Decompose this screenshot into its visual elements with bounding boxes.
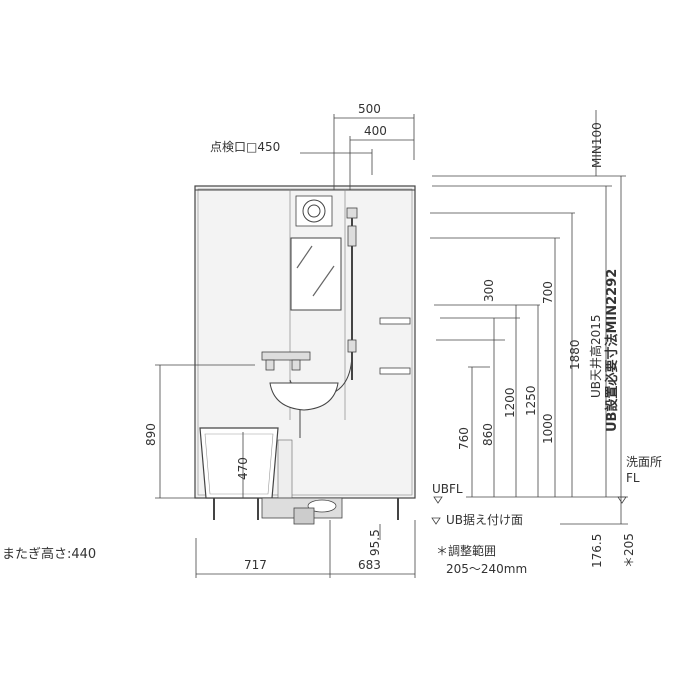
adjust-range-label-1: ＊調整範囲 — [436, 543, 496, 558]
dim-717: 717 — [244, 558, 267, 572]
top-dimensions: 500 400 点検口□450 — [210, 102, 415, 190]
mirror — [290, 237, 342, 311]
drain-trap — [261, 497, 343, 525]
step-height-label: またぎ高さ:440 — [2, 546, 96, 562]
dim-860: 860 — [481, 423, 495, 446]
inspection-opening-label: 点検口□450 — [210, 140, 280, 154]
dim-760: 760 — [457, 427, 471, 450]
dim-400: 400 — [364, 124, 387, 138]
wash-bowl — [269, 382, 339, 438]
faucet — [261, 351, 311, 371]
dim-ub-required: UB設置必要寸法MIN2292 — [604, 269, 620, 432]
dim-890: 890 — [144, 423, 158, 446]
bottom-dimensions: 717 683 95.5 ＊調整範囲 205〜240mm — [195, 520, 527, 578]
washroom-fl-label-2: FL — [626, 471, 640, 485]
ubfl-marker-icon — [433, 496, 443, 504]
dim-300: 300 — [482, 279, 496, 302]
dim-1250: 1250 — [524, 385, 538, 416]
ubfl-label: UBFL — [432, 482, 463, 496]
left-dimensions: 890 470 またぎ高さ:440 — [2, 364, 255, 562]
dim-1880: 1880 — [568, 339, 582, 370]
dim-1200: 1200 — [503, 387, 517, 418]
dim-1000: 1000 — [541, 413, 555, 444]
dim-95-5: 95.5 — [368, 529, 382, 556]
washroom-fl-marker-icon — [617, 496, 627, 504]
towel-bar-upper — [379, 317, 411, 325]
ub-install-label: UB据え付け面 — [446, 513, 523, 527]
dim-min100: MIN100 — [590, 122, 604, 168]
dim-ub-ceiling: UB天井高2015 — [588, 314, 603, 398]
dim-176-5: 176.5 — [590, 534, 604, 568]
dim-500: 500 — [358, 102, 381, 116]
right-dimensions: MIN100 UB設置必要寸法MIN2292 UB天井高2015 1880 70… — [430, 110, 662, 568]
washroom-fl-label-1: 洗面所 — [626, 455, 662, 469]
bath-unit — [194, 185, 416, 525]
towel-bar-lower — [379, 367, 411, 375]
dim-683: 683 — [358, 558, 381, 572]
install-marker-icon — [431, 517, 441, 525]
dim-470: 470 — [236, 457, 250, 480]
dim-205: ＊205 — [622, 533, 636, 568]
dim-700: 700 — [541, 281, 555, 304]
adjust-range-label-2: 205〜240mm — [446, 562, 527, 576]
ventilation-fan — [295, 195, 333, 227]
